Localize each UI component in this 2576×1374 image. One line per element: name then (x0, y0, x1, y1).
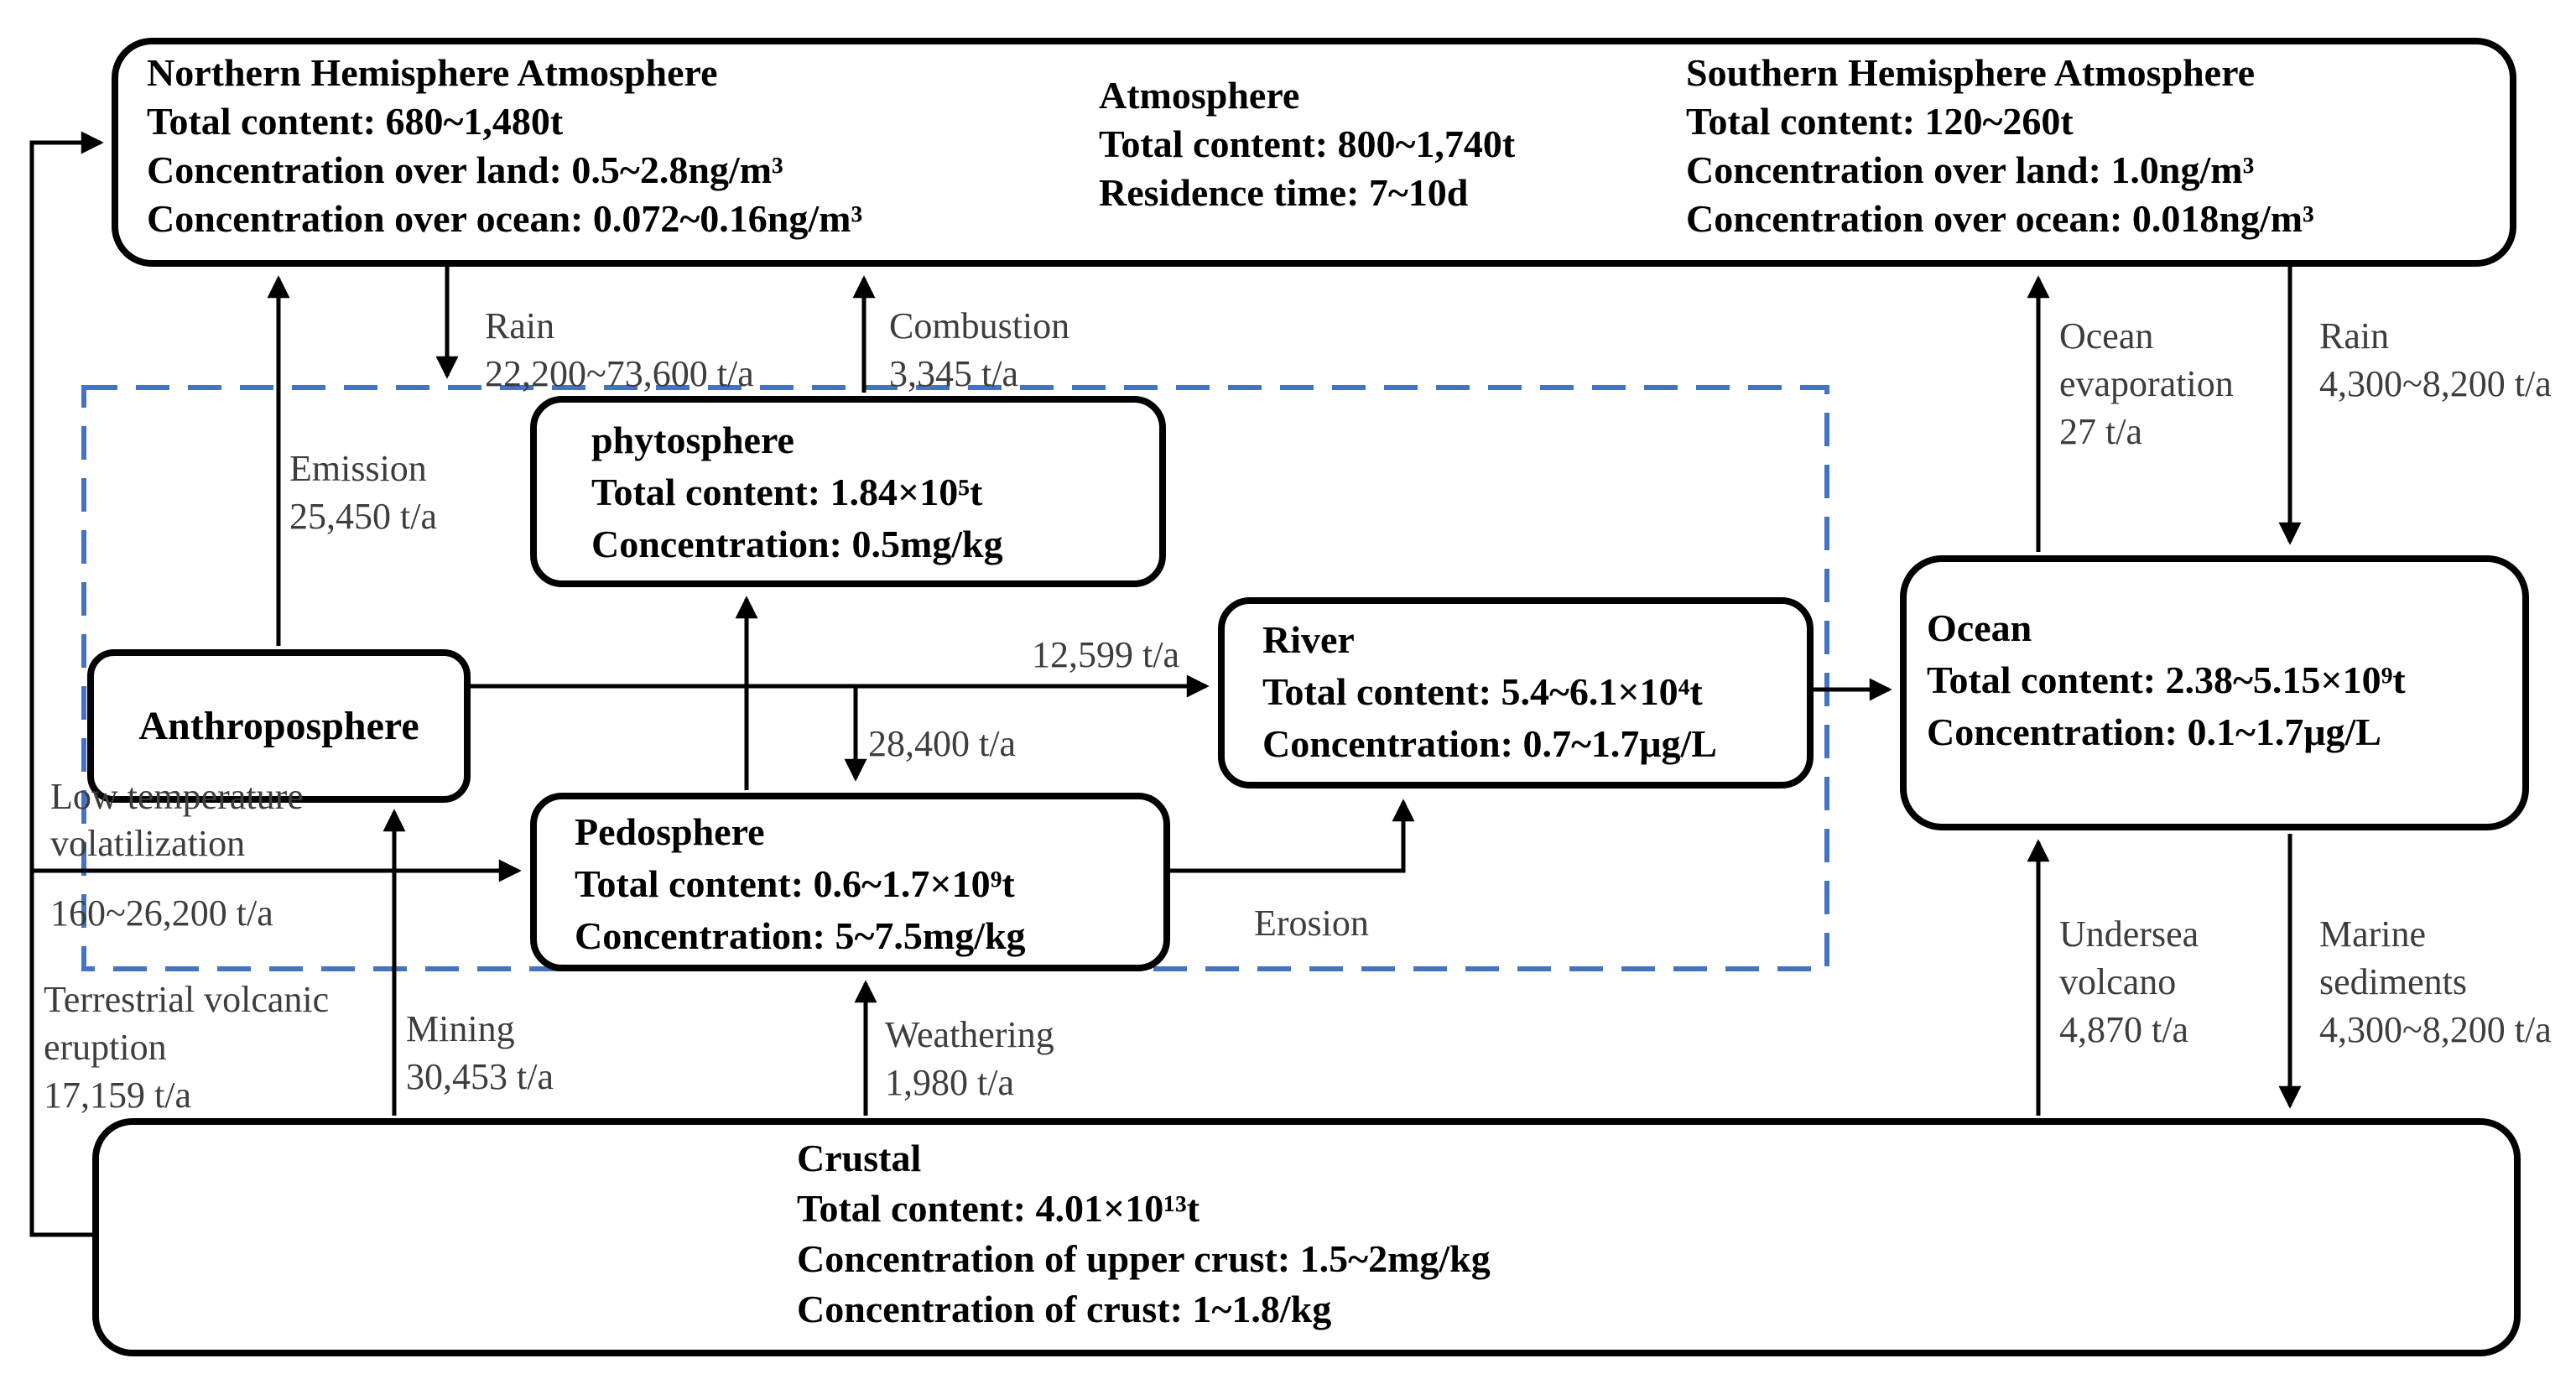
weathering-value: 1,980 t/a (885, 1062, 1014, 1103)
marine-sediments-name-1: Marine (2319, 913, 2427, 955)
ocean-evaporation-name-1: Ocean (2059, 315, 2154, 357)
atmosphere-title: Atmosphere (1099, 74, 1300, 117)
north-atmosphere-conc-ocean: Concentration over ocean: 0.072~0.16ng/m… (147, 197, 863, 240)
rain-left-label: Rain 22,200~73,600 t/a (485, 302, 754, 398)
river-text: River Total content: 5.4~6.1×10⁴t Concen… (1262, 614, 1717, 770)
rain-left-value: 22,200~73,600 t/a (485, 353, 754, 394)
crustal-title: Crustal (797, 1137, 922, 1179)
pedosphere-box: Pedosphere Total content: 0.6~1.7×10⁹t C… (530, 793, 1170, 971)
river-box: River Total content: 5.4~6.1×10⁴t Concen… (1218, 597, 1814, 788)
mining-label: Mining 30,453 t/a (406, 1005, 554, 1101)
emission-value: 25,450 t/a (289, 496, 437, 537)
atmosphere-box: Northern Hemisphere Atmosphere Total con… (112, 38, 2516, 267)
rain-right-label: Rain 4,300~8,200 t/a (2319, 312, 2552, 408)
undersea-volcano-value: 4,870 t/a (2059, 1009, 2188, 1050)
combustion-name: Combustion (889, 305, 1070, 346)
low-temp-volatilization-name: Low temperature volatilization (50, 773, 304, 867)
ocean-box: Ocean Total content: 2.38~5.15×10⁹t Conc… (1900, 555, 2529, 830)
south-atmosphere-title: Southern Hemisphere Atmosphere (1686, 51, 2256, 94)
undersea-volcano-name-1: Undersea (2059, 913, 2199, 955)
phytosphere-title: phytosphere (591, 419, 794, 461)
pedosphere-conc: Concentration: 5~7.5mg/kg (575, 914, 1026, 957)
marine-sediments-name-2: sediments (2319, 961, 2467, 1002)
south-atmosphere-total: Total content: 120~260t (1686, 100, 2074, 143)
phytosphere-box: phytosphere Total content: 1.84×10⁵t Con… (530, 396, 1166, 587)
emission-label: Emission 25,450 t/a (289, 445, 437, 540)
ocean-evaporation-name-2: evaporation (2059, 363, 2234, 404)
atmosphere-residence: Residence time: 7~10d (1099, 171, 1469, 214)
terrestrial-volcanic-value: 17,159 t/a (44, 1075, 191, 1116)
pedosphere-title: Pedosphere (575, 810, 765, 853)
combustion-value: 3,345 t/a (889, 353, 1018, 394)
pedosphere-text: Pedosphere Total content: 0.6~1.7×10⁹t C… (575, 806, 1026, 962)
mining-value: 30,453 t/a (406, 1056, 554, 1097)
ocean-total: Total content: 2.38~5.15×10⁹t (1927, 658, 2406, 701)
crustal-text: Crustal Total content: 4.01×10¹³t Concen… (797, 1133, 1491, 1335)
north-atmosphere-conc-land: Concentration over land: 0.5~2.8ng/m³ (147, 148, 783, 191)
river-total: Total content: 5.4~6.1×10⁴t (1262, 670, 1703, 713)
crustal-conc: Concentration of crust: 1~1.8/kg (797, 1288, 1332, 1330)
arrow-erosion (1170, 799, 1415, 873)
ocean-title: Ocean (1927, 606, 2032, 649)
river-conc: Concentration: 0.7~1.7μg/L (1262, 722, 1717, 765)
south-atmosphere-conc-ocean: Concentration over ocean: 0.018ng/m³ (1686, 197, 2314, 240)
north-atmosphere-total: Total content: 680~1,480t (147, 100, 564, 143)
combustion-label: Combustion 3,345 t/a (889, 302, 1069, 398)
anthroposphere-title: Anthroposphere (138, 703, 419, 748)
crustal-total: Total content: 4.01×10¹³t (797, 1187, 1200, 1230)
arrow-terrestrial-volcanic-eruption (29, 131, 104, 1237)
anthroposphere-box: Anthroposphere (87, 649, 471, 803)
crustal-box: Crustal Total content: 4.01×10¹³t Concen… (92, 1118, 2521, 1356)
weathering-label: Weathering 1,980 t/a (885, 1011, 1054, 1106)
south-atmosphere-text: Southern Hemisphere Atmosphere Total con… (1686, 49, 2314, 243)
atmosphere-text: Atmosphere Total content: 800~1,740t Res… (1099, 71, 1515, 217)
marine-sediments-label: Marine sediments 4,300~8,200 t/a (2319, 910, 2552, 1054)
crustal-conc-upper: Concentration of upper crust: 1.5~2mg/kg (797, 1237, 1491, 1280)
rain-right-value: 4,300~8,200 t/a (2319, 363, 2552, 404)
low-temp-name-2: volatilization (50, 823, 246, 864)
terrestrial-volcanic-label: Terrestrial volcanic eruption 17,159 t/a (44, 976, 329, 1119)
rain-left-name: Rain (485, 305, 555, 346)
phytosphere-total: Total content: 1.84×10⁵t (591, 471, 983, 513)
weathering-name: Weathering (885, 1014, 1054, 1055)
ocean-conc: Concentration: 0.1~1.7μg/L (1927, 710, 2381, 753)
undersea-volcano-name-2: volcano (2059, 961, 2177, 1002)
atmosphere-total: Total content: 800~1,740t (1099, 122, 1516, 165)
phytosphere-conc: Concentration: 0.5mg/kg (591, 523, 1003, 565)
terrestrial-volcanic-name-2: eruption (44, 1027, 167, 1068)
south-atmosphere-conc-land: Concentration over land: 1.0ng/m³ (1686, 148, 2255, 191)
anthro-to-pedosphere-label: 28,400 t/a (868, 723, 1016, 764)
rain-right-name: Rain (2319, 315, 2390, 357)
north-atmosphere-title: Northern Hemisphere Atmosphere (147, 51, 718, 94)
undersea-volcano-label: Undersea volcano 4,870 t/a (2059, 910, 2199, 1054)
anthro-to-river-label: 12,599 t/a (1032, 634, 1179, 675)
terrestrial-volcanic-name-1: Terrestrial volcanic (44, 979, 330, 1020)
ocean-evaporation-label: Ocean evaporation 27 t/a (2059, 312, 2234, 455)
river-title: River (1262, 618, 1355, 661)
emission-name: Emission (289, 448, 427, 489)
north-atmosphere-text: Northern Hemisphere Atmosphere Total con… (147, 49, 862, 243)
mining-name: Mining (406, 1008, 515, 1049)
marine-sediments-value: 4,300~8,200 t/a (2319, 1009, 2552, 1050)
phytosphere-text: phytosphere Total content: 1.84×10⁵t Con… (591, 414, 1003, 570)
erosion-label: Erosion (1254, 903, 1369, 944)
ocean-evaporation-value: 27 t/a (2059, 411, 2142, 452)
low-temp-name-1: Low temperature (50, 776, 304, 817)
ocean-text: Ocean Total content: 2.38~5.15×10⁹t Conc… (1927, 602, 2406, 758)
pedosphere-total: Total content: 0.6~1.7×10⁹t (575, 862, 1015, 905)
low-temp-volatilization-value: 160~26,200 t/a (50, 893, 273, 934)
